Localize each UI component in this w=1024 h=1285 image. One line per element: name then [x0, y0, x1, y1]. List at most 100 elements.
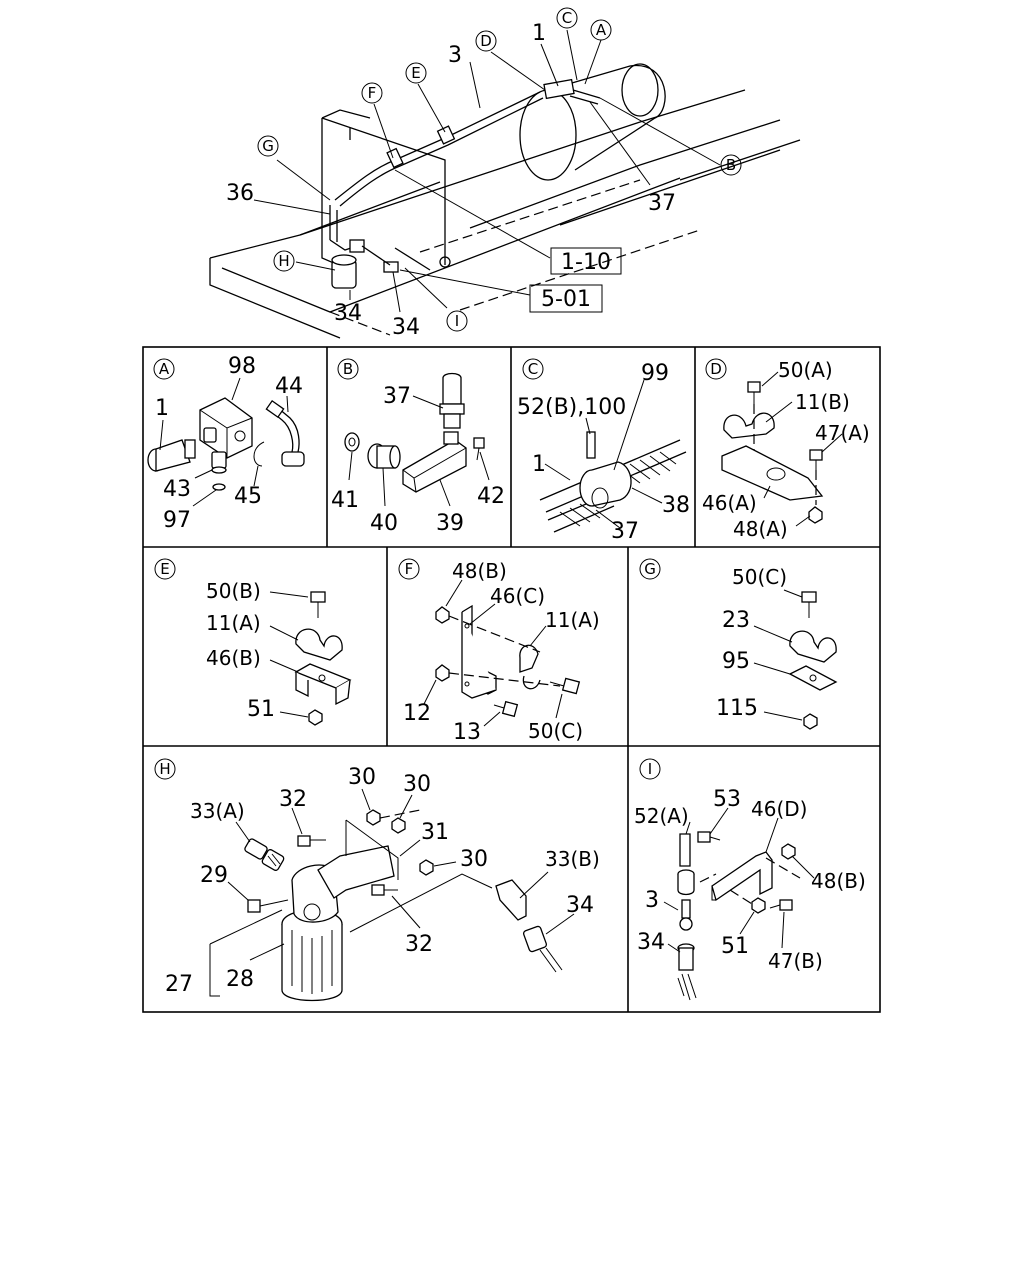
panel-h-part-30-c: 30 — [460, 847, 488, 872]
callout-f-circle — [361, 82, 383, 104]
detail-grid — [142, 346, 881, 1013]
panel-h-part-27: 27 — [165, 972, 193, 997]
panel-i-part-47b: 47(B) — [768, 949, 823, 973]
panel-c-part-38: 38 — [662, 493, 690, 518]
overview-part-34-a: 34 — [334, 301, 362, 326]
panel-d-part-46a: 46(A) — [702, 491, 757, 515]
panel-b: B 37 41 40 39 42 — [331, 358, 505, 536]
panel-c: C 99 52(B),100 1 38 37 — [517, 358, 690, 544]
panel-h-part-30-a: 30 — [348, 765, 376, 790]
panel-g-part-23: 23 — [722, 608, 750, 633]
callout-i: I — [455, 312, 459, 330]
callout-d-circle — [475, 30, 497, 52]
panel-g-part-95: 95 — [722, 649, 750, 674]
panel-i-part-53: 53 — [713, 787, 741, 812]
panel-a-letter: A — [159, 360, 170, 378]
panel-a-part-44: 44 — [275, 374, 303, 399]
panel-g: G 50(C) 23 95 115 — [639, 558, 838, 730]
panel-c-part-99: 99 — [641, 361, 669, 386]
panel-b-part-37: 37 — [383, 384, 411, 409]
panel-d-part-50a: 50(A) — [778, 358, 833, 382]
panel-b-letter: B — [343, 360, 353, 378]
panel-a-part-98: 98 — [228, 354, 256, 379]
panel-d: D 50(A) 11(B) 47(A) 46(A) 48(A) — [702, 358, 870, 541]
panel-h-part-32-b: 32 — [405, 932, 433, 957]
panel-e-part-46b: 46(B) — [206, 646, 261, 670]
panel-a: A 98 44 1 43 97 45 — [147, 354, 305, 533]
callout-g-circle — [257, 135, 279, 157]
panel-g-part-115: 115 — [716, 696, 758, 721]
panel-h-part-31: 31 — [421, 820, 449, 845]
panel-i-part-51: 51 — [721, 934, 749, 959]
panel-e: E 50(B) 11(A) 46(B) 51 — [154, 558, 352, 726]
panel-f-part-12: 12 — [403, 701, 431, 726]
panel-h-part-33a: 33(A) — [190, 799, 245, 823]
ref-1-10: 1-10 — [561, 250, 611, 275]
panel-h-part-33b: 33(B) — [545, 847, 600, 871]
callout-c-circle — [556, 7, 578, 29]
panel-h-letter: H — [159, 760, 170, 778]
callout-a: A — [596, 21, 607, 39]
panel-c-part-37: 37 — [611, 519, 639, 544]
callout-b-circle — [720, 154, 742, 176]
panel-e-part-51: 51 — [247, 697, 275, 722]
panel-f-part-13: 13 — [453, 720, 481, 745]
panel-f-letter: F — [405, 560, 414, 578]
panel-i-part-3: 3 — [645, 888, 659, 913]
overview-part-36: 36 — [226, 181, 254, 206]
panel-a-part-97: 97 — [163, 508, 191, 533]
ref-5-01: 5-01 — [541, 287, 591, 312]
callout-h-circle — [273, 250, 295, 272]
panel-c-letter: C — [528, 360, 538, 378]
callout-g: G — [262, 137, 274, 155]
panel-f: F 48(B) 46(C) 11(A) 12 13 50(C) — [398, 558, 600, 745]
ref-box-5-01 — [529, 284, 603, 313]
callout-c: C — [562, 9, 572, 27]
panel-i-part-46d: 46(D) — [751, 797, 807, 821]
callout-d: D — [480, 32, 492, 50]
panel-f-part-46c: 46(C) — [490, 584, 545, 608]
panel-b-part-42: 42 — [477, 484, 505, 509]
panel-d-part-11b: 11(B) — [795, 390, 850, 414]
panel-a-part-45: 45 — [234, 484, 262, 509]
panel-h-part-34: 34 — [566, 893, 594, 918]
overview-part-34-b: 34 — [392, 315, 420, 340]
panel-a-part-43: 43 — [163, 477, 191, 502]
callout-a-circle — [590, 19, 612, 41]
panel-h: H — [154, 758, 600, 1002]
panel-i-letter: I — [648, 760, 652, 778]
panel-b-part-41: 41 — [331, 488, 359, 513]
panel-h-part-30-b: 30 — [403, 772, 431, 797]
panel-i: I 53 52(A) 46(D) — [634, 758, 866, 1001]
panel-e-part-50b: 50(B) — [206, 579, 261, 603]
ref-box-1-10 — [550, 247, 622, 275]
overview-part-3: 3 — [448, 43, 462, 68]
panel-c-part-1: 1 — [532, 452, 546, 477]
panel-i-part-52a: 52(A) — [634, 804, 689, 828]
panel-c-part-52b-100: 52(B),100 — [517, 395, 626, 420]
panel-e-part-11a: 11(A) — [206, 611, 261, 635]
overview-part-37: 37 — [648, 191, 676, 216]
panel-d-letter: D — [710, 360, 722, 378]
callout-e-circle — [405, 62, 427, 84]
panel-h-part-32-a: 32 — [279, 787, 307, 812]
panel-i-part-48b: 48(B) — [811, 869, 866, 893]
panel-i-part-34: 34 — [637, 930, 665, 955]
callout-h: H — [278, 252, 289, 270]
panel-d-part-48a: 48(A) — [733, 517, 788, 541]
panel-b-part-40: 40 — [370, 511, 398, 536]
callout-f: F — [368, 84, 377, 102]
callout-i-circle — [446, 310, 468, 332]
panel-g-part-50c: 50(C) — [732, 565, 787, 589]
panel-d-part-47a: 47(A) — [815, 421, 870, 445]
overview-illustration: C A D E F G B H I 1 3 36 37 34 34 1-10 5… — [209, 7, 801, 340]
panel-b-part-39: 39 — [436, 511, 464, 536]
panel-e-letter: E — [160, 560, 169, 578]
overview-part-1: 1 — [532, 21, 546, 46]
panel-f-part-11a: 11(A) — [545, 608, 600, 632]
panel-h-part-29: 29 — [200, 863, 228, 888]
panel-h-part-28: 28 — [226, 967, 254, 992]
panel-g-letter: G — [644, 560, 656, 578]
